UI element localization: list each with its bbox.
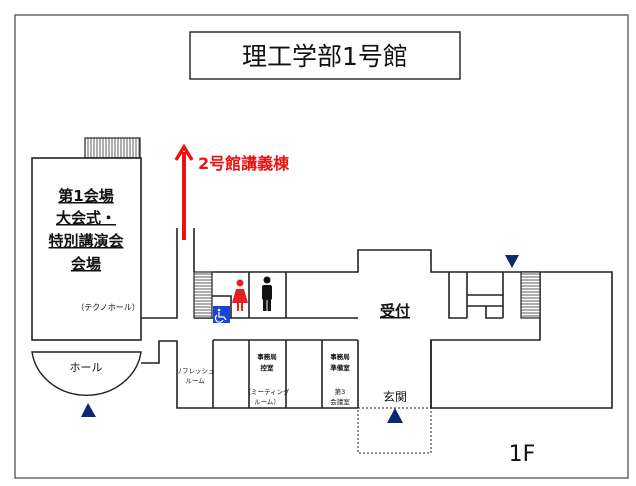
direction-label: 2号館講義棟 [198,154,290,173]
office-anteroom-label: 控室 [261,363,275,372]
office-anteroom-note: ルーム） [254,398,280,406]
stairs-icon [84,137,141,159]
office-prep-room-note: 第3 [335,387,346,396]
direction-arrow-icon [174,143,194,240]
hall-room-line: 会場 [71,255,101,273]
office-prep-room-label: 事務局 [330,352,350,361]
entrance-arrow-icon [81,403,96,417]
refresh-room-label: ルーム [185,377,205,385]
building-title: 理工学部1号館 [242,42,408,71]
hall [31,351,142,396]
entrance-arrow-icon [387,408,403,423]
title-box: 理工学部1号館 [189,31,461,80]
main-hall-room [31,157,142,341]
stairs-icon [520,271,541,319]
entrance-arrow-icon [505,255,519,268]
office-anteroom-label: 事務局 [257,352,277,361]
office-prep-room-label: 準備室 [330,363,350,372]
refresh-room-label: リフレッシュ [176,367,215,375]
office-prep-room-note: 会議室 [330,397,350,406]
wheelchair-icon [213,306,230,323]
hall-label: ホール [70,361,103,374]
hall-room-line: 大会式・ [56,209,116,227]
female-toilet-icon [232,279,248,311]
hall-room-line: 第1会場 [58,187,113,205]
hall-room-subtitle: （テクノホール） [76,303,140,312]
entrance-area [357,407,432,454]
stairs-icon [193,271,213,319]
reception-label: 受付 [380,302,410,320]
office-anteroom-note: （ミーティング [244,387,290,396]
male-toilet-icon [262,276,272,311]
hall-room-line: 特別講演会 [48,232,123,250]
floor-label: 1F [509,442,536,467]
entrance-label: 玄関 [383,389,407,404]
